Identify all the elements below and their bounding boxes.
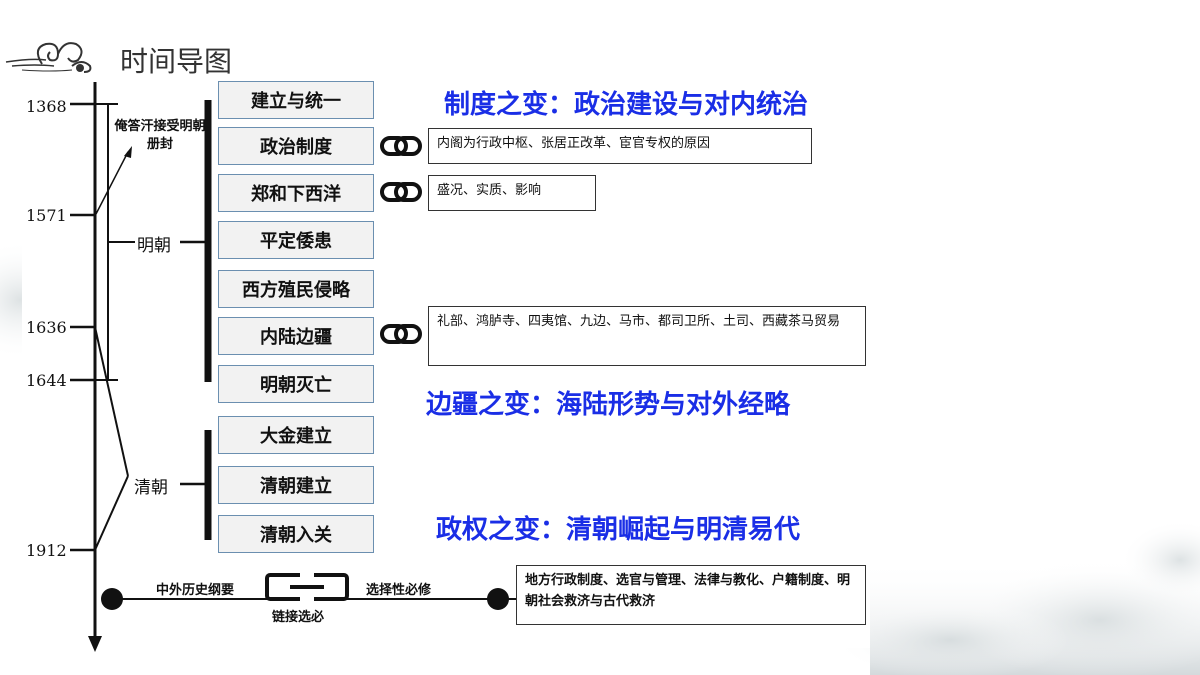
topic-box: 建立与统一	[218, 81, 374, 119]
chain-link-icon	[380, 324, 422, 344]
chain-link-icon	[380, 136, 422, 156]
heading-frontier: 边疆之变：海陆形势与对外经略	[426, 390, 791, 420]
topic-box: 西方殖民侵略	[218, 270, 374, 308]
topic-box: 政治制度	[218, 127, 374, 165]
link-center-label: 链接选必	[272, 610, 325, 625]
detail-politics: 内阁为行政中枢、张居正改革、宦官专权的原因	[428, 128, 812, 164]
topic-box: 大金建立	[218, 416, 374, 454]
topic-box: 明朝灭亡	[218, 365, 374, 403]
timeline-note-text: 俺答汗接受明朝册封	[114, 119, 206, 152]
dynasty-qing: 清朝	[134, 473, 168, 498]
page-title: 时间导图	[120, 45, 233, 78]
topic-box: 清朝入关	[218, 515, 374, 553]
year-1571: 1571	[26, 206, 67, 225]
year-1912: 1912	[26, 541, 67, 560]
topic-box: 清朝建立	[218, 466, 374, 504]
chain-link-icon	[380, 182, 422, 202]
year-1644: 1644	[26, 371, 67, 390]
timeline-note: 俺答汗接受明朝册封	[114, 118, 206, 154]
detail-frontier: 礼部、鸿胪寺、四夷馆、九边、马市、都司卫所、土司、西藏茶马贸易	[428, 306, 866, 366]
detail-zhenghe: 盛况、实质、影响	[428, 175, 596, 211]
topic-box: 郑和下西洋	[218, 174, 374, 212]
dynasty-ming: 明朝	[137, 231, 171, 256]
heading-system: 制度之变：政治建设与对内统治	[444, 90, 809, 120]
chain-link-icon	[265, 573, 349, 601]
link-right-label: 选择性必修	[366, 583, 432, 598]
detail-elective: 地方行政制度、选官与管理、法律与教化、户籍制度、明朝社会救济与古代救济	[516, 565, 866, 625]
cloud-ornament-icon	[5, 42, 92, 73]
topic-box: 平定倭患	[218, 221, 374, 259]
year-1368: 1368	[26, 97, 67, 116]
topic-box: 内陆边疆	[218, 317, 374, 355]
year-1636: 1636	[26, 318, 67, 337]
link-left-label: 中外历史纲要	[156, 583, 235, 598]
heading-regime: 政权之变：清朝崛起与明清易代	[436, 515, 801, 545]
